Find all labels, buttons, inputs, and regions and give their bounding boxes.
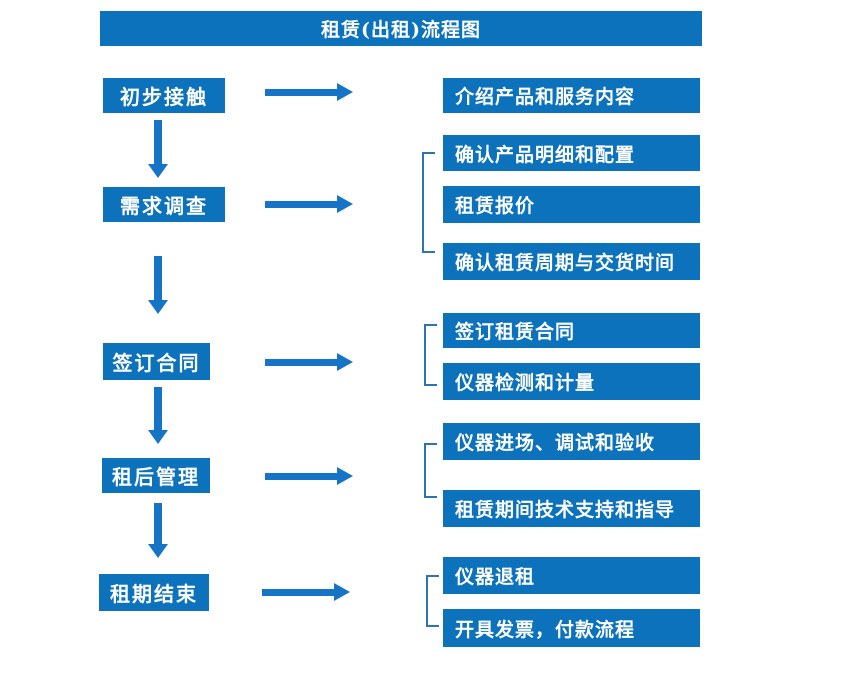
arrow-head [148,164,168,178]
detail-box: 仪器检测和计量 [443,363,700,400]
arrow-head [148,544,168,558]
arrow-head [337,195,353,213]
arrow-head [148,430,168,444]
stage-post-rental-management: 租后管理 [102,458,210,493]
arrow-right-icon [265,467,353,485]
arrow-down-icon [148,387,168,444]
arrow-shaft [154,256,162,300]
detail-box: 租赁期间技术支持和指导 [443,490,700,527]
arrow-right-icon [265,195,353,213]
bracket-connector [424,443,437,498]
arrow-right-icon [265,353,353,371]
stage-initial-contact: 初步接触 [103,78,225,113]
detail-box: 开具发票，付款流程 [443,609,700,647]
bracket-connector [424,324,437,386]
arrow-down-icon [148,503,168,558]
arrow-shaft [262,588,334,596]
arrow-down-icon [148,256,168,314]
arrow-head [337,467,353,485]
detail-box: 介绍产品和服务内容 [443,78,700,113]
stage-demand-survey: 需求调查 [103,187,225,222]
arrow-shaft [265,88,337,96]
flowchart-title: 租赁(出租)流程图 [100,11,702,46]
arrow-head [334,583,350,601]
arrow-head [148,300,168,314]
detail-box: 确认租赁周期与交货时间 [443,243,700,280]
detail-box: 签订租赁合同 [443,313,700,348]
stage-rental-end: 租期结束 [99,574,209,611]
arrow-shaft [154,387,162,430]
bracket-connector [422,152,435,253]
stage-sign-contract: 签订合同 [103,343,210,380]
arrow-head [337,353,353,371]
arrow-right-icon [265,83,353,101]
arrow-shaft [154,503,162,544]
arrow-shaft [265,472,337,480]
bracket-connector [426,575,439,627]
arrow-down-icon [148,120,168,178]
detail-box: 仪器进场、调试和验收 [443,423,700,460]
arrow-head [337,83,353,101]
arrow-shaft [154,120,162,164]
arrow-shaft [265,358,337,366]
detail-box: 确认产品明细和配置 [443,135,700,171]
detail-box: 租赁报价 [443,186,700,223]
arrow-right-icon [262,583,350,601]
detail-box: 仪器退租 [443,557,700,594]
arrow-shaft [265,200,337,208]
